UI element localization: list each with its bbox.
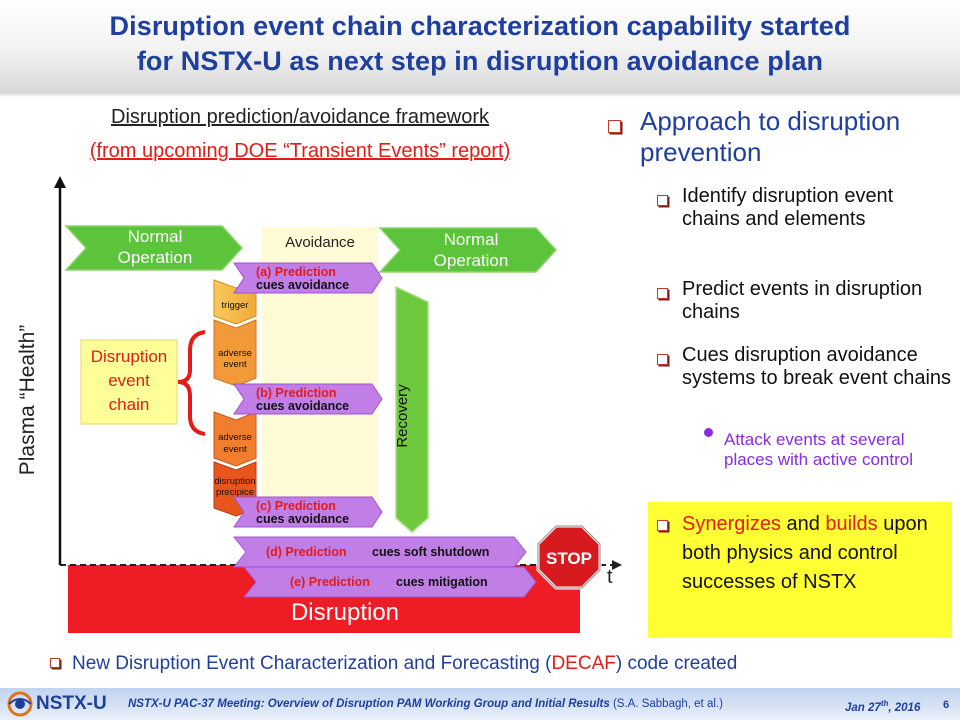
highlight-word-builds: builds	[825, 513, 878, 535]
footer-authors: (S.A. Sabbagh, et al.)	[612, 698, 723, 710]
slide-title-line-2: for NSTX-U as next step in disruption av…	[136, 46, 824, 76]
stop-sign: STOP	[536, 524, 602, 590]
chain-element-adverse-event-2: adverse event	[213, 411, 257, 467]
event-chain-line-1: Disruption	[91, 347, 168, 366]
item-3-bullet-icon	[657, 354, 668, 365]
x-axis-arrow	[612, 560, 622, 570]
svg-text:event: event	[223, 444, 247, 455]
prediction-e-arrow: (e) Prediction cues mitigation	[242, 566, 537, 598]
recovery-arrow	[395, 285, 429, 533]
x-axis-label: t	[607, 566, 613, 588]
prediction-c-arrow: (c) Prediction cues avoidance	[233, 496, 383, 528]
footer-bar	[0, 688, 960, 720]
event-chain-box	[80, 339, 178, 425]
footer-date-main: Jan 27	[845, 701, 881, 714]
normal-operation-right-arrow	[378, 227, 558, 273]
svg-text:STOP: STOP	[546, 549, 592, 568]
framework-subheading: (from upcoming DOE “Transient Events” re…	[89, 140, 511, 162]
footer-logo-text: NSTX-U	[36, 693, 107, 714]
svg-text:event: event	[223, 359, 247, 370]
footer-meeting: NSTX-U PAC-37 Meeting: Overview of Disru…	[128, 698, 610, 710]
svg-text:(a) Prediction: (a) Prediction	[256, 265, 336, 279]
svg-text:cues avoidance: cues avoidance	[256, 278, 349, 292]
svg-text:precipice: precipice	[216, 487, 254, 498]
highlight-word-synergizes: Synergizes	[682, 513, 781, 535]
svg-text:(e) Prediction: (e) Prediction	[290, 575, 370, 589]
footer-date-sup: th	[880, 699, 889, 708]
framework-heading: Disruption prediction/avoidance framewor…	[111, 106, 489, 128]
slide-title-line-1: Disruption event chain characterization …	[109, 11, 851, 41]
y-axis-label: Plasma “Health”	[16, 325, 39, 476]
bottom-note-prefix: New Disruption Event Characterization an…	[72, 653, 552, 674]
event-chain-line-2: event	[108, 371, 150, 390]
highlight-bullet-icon	[657, 520, 668, 531]
svg-text:cues avoidance: cues avoidance	[256, 512, 349, 526]
chain-element-adverse-event-1: adverse event	[213, 319, 257, 387]
prediction-d-arrow: (d) Prediction cues soft shutdown	[232, 536, 527, 568]
svg-text:(b) Prediction: (b) Prediction	[256, 386, 337, 400]
approach-item-1: Identify disruption event chains and ele…	[682, 185, 894, 230]
normal-op-right-line-2: Operation	[434, 251, 509, 270]
normal-op-left-line-2: Operation	[118, 248, 193, 267]
svg-text:adverse: adverse	[218, 432, 252, 443]
footer-date-year: , 2016	[888, 701, 921, 714]
svg-text:disruption: disruption	[214, 476, 255, 487]
item-2-bullet-icon	[657, 288, 668, 299]
sub-item-dot-icon	[704, 428, 713, 437]
svg-text:(d) Prediction: (d) Prediction	[266, 545, 347, 559]
nstx-logo-icon	[7, 691, 33, 717]
disruption-label: Disruption	[291, 599, 399, 626]
svg-text:trigger: trigger	[222, 300, 249, 311]
bottom-note-suffix: ) code created	[615, 653, 738, 674]
approach-bullet-icon	[608, 120, 621, 133]
normal-op-right-line-1: Normal	[444, 230, 499, 249]
approach-item-3: Cues disruption avoidance systems to bre…	[682, 344, 952, 389]
normal-operation-left-arrow	[64, 225, 244, 271]
approach-sub-item: Attack events at several places with act…	[724, 430, 913, 469]
highlight-text: Synergizes and builds upon both physics …	[682, 510, 950, 597]
page-number: 6	[943, 699, 950, 711]
footer-date: Jan 27th, 2016	[845, 697, 920, 715]
normal-op-left-line-1: Normal	[128, 227, 183, 246]
prediction-b-arrow: (b) Prediction cues avoidance	[233, 383, 383, 415]
svg-text:cues avoidance: cues avoidance	[256, 399, 349, 413]
event-chain-line-3: chain	[109, 395, 150, 414]
highlight-rest: upon both physics and control successes …	[682, 513, 928, 593]
svg-text:cues soft shutdown: cues soft shutdown	[372, 545, 489, 559]
approach-item-2: Predict events in disruption chains	[682, 278, 923, 323]
highlight-word-and: and	[780, 513, 826, 535]
svg-text:cues mitigation: cues mitigation	[396, 575, 488, 589]
svg-text:adverse: adverse	[218, 348, 252, 359]
title-divider	[0, 92, 960, 97]
disruption-framework-diagram: Disruption Avoidance t Plasma “Health” N…	[16, 176, 622, 633]
recovery-label: Recovery	[394, 384, 411, 448]
item-1-bullet-icon	[657, 195, 668, 206]
bottom-note-acronym: DECAF	[551, 653, 616, 674]
event-chain-brace	[177, 330, 206, 436]
highlight-box	[648, 502, 952, 638]
approach-heading: Approach to disruption prevention	[640, 106, 901, 167]
footer-meeting-text: NSTX-U PAC-37 Meeting: Overview of Disru…	[128, 697, 723, 711]
y-axis-arrow	[54, 176, 66, 188]
prediction-a-arrow: (a) Prediction cues avoidance	[233, 262, 383, 294]
bottom-note: New Disruption Event Characterization an…	[72, 652, 952, 676]
avoidance-label: Avoidance	[285, 234, 355, 251]
svg-text:(c) Prediction: (c) Prediction	[256, 499, 336, 513]
bottom-note-bullet-icon	[50, 658, 60, 668]
title-bar	[0, 0, 960, 92]
